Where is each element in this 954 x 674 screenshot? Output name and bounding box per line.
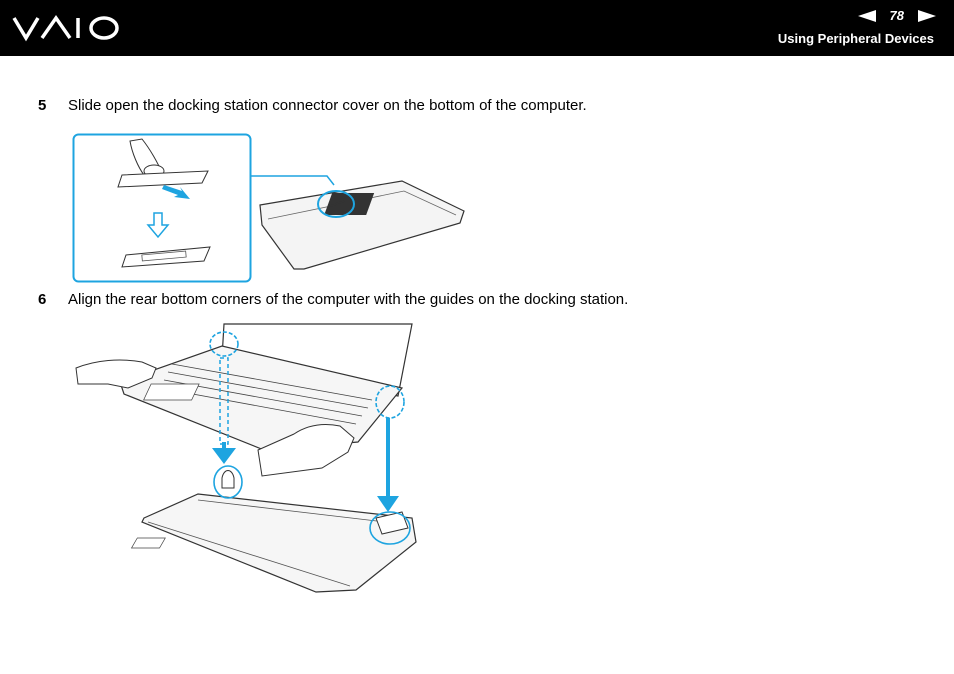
page-navigation: 78 [857, 8, 936, 23]
step-text: Align the rear bottom corners of the com… [68, 291, 629, 308]
vaio-logo [12, 14, 119, 42]
page-header: 78 Using Peripheral Devices [0, 0, 954, 56]
step-number: 5 [38, 97, 47, 114]
step-5: 5 Slide open the docking station connecto… [38, 97, 587, 114]
section-title: Using Peripheral Devices [777, 31, 934, 46]
page-number: 78 [889, 8, 904, 23]
connector-cover-illustration [72, 133, 465, 283]
step-text: Slide open the docking station connector… [68, 97, 587, 114]
next-page-arrow-icon[interactable] [918, 9, 936, 22]
step-number: 6 [38, 291, 47, 308]
previous-page-arrow-icon[interactable] [857, 9, 876, 22]
step-6: 6 Align the rear bottom corners of the co… [38, 291, 628, 308]
docking-alignment-illustration [75, 323, 417, 593]
